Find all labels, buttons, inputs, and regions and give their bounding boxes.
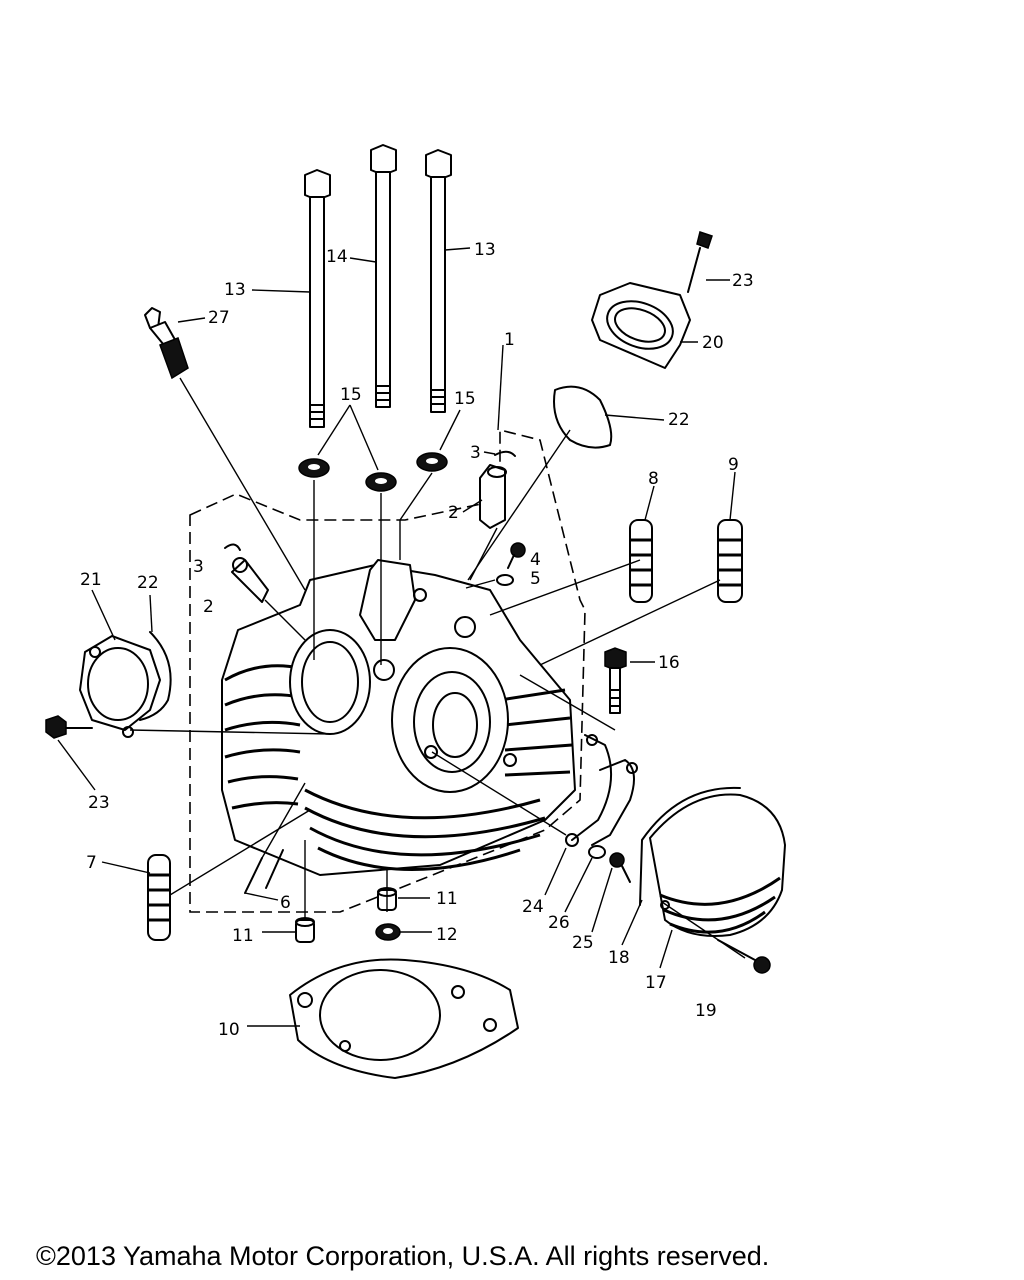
spark-plug bbox=[144, 307, 306, 591]
callout-14: 14 bbox=[326, 247, 348, 267]
callout-15-left: 15 bbox=[340, 385, 362, 405]
manifold-bolt bbox=[687, 231, 713, 293]
callout-19: 19 bbox=[695, 1001, 717, 1021]
callout-4: 4 bbox=[530, 550, 541, 570]
callout-11-left: 11 bbox=[232, 926, 254, 946]
callout-10: 10 bbox=[218, 1020, 240, 1040]
washers bbox=[298, 452, 448, 492]
callout-23-top: 23 bbox=[732, 271, 754, 291]
callout-15-right: 15 bbox=[454, 389, 476, 409]
callout-27: 27 bbox=[208, 308, 230, 328]
gasket-right bbox=[639, 786, 741, 906]
clip-left bbox=[224, 543, 241, 551]
callout-16: 16 bbox=[658, 653, 680, 673]
studs bbox=[244, 782, 306, 894]
callout-5: 5 bbox=[530, 569, 541, 589]
callout-22-right: 22 bbox=[668, 410, 690, 430]
gasket-26 bbox=[588, 845, 606, 859]
callout-26: 26 bbox=[548, 913, 570, 933]
callout-11-center: 11 bbox=[436, 889, 458, 909]
callout-6: 6 bbox=[280, 893, 291, 913]
callout-12: 12 bbox=[436, 925, 458, 945]
valve-guide-right bbox=[479, 464, 507, 529]
clip-right bbox=[494, 450, 516, 457]
side-cover-right bbox=[649, 793, 786, 937]
dowel-pin-8 bbox=[629, 519, 653, 603]
cylinder-head-gasket bbox=[289, 958, 519, 1079]
side-cover-left bbox=[79, 635, 161, 738]
bolt-25 bbox=[609, 852, 631, 883]
head-bolt-left bbox=[304, 169, 331, 428]
side-cover-bolt bbox=[45, 715, 93, 739]
head-bolt-center bbox=[370, 144, 397, 408]
callout-2-left: 2 bbox=[203, 597, 214, 617]
callout-22-left: 22 bbox=[137, 573, 159, 593]
callout-3-left: 3 bbox=[193, 557, 204, 577]
callout-21: 21 bbox=[80, 570, 102, 590]
washer-5 bbox=[496, 574, 514, 586]
head-bolt-right bbox=[425, 149, 452, 413]
callout-24: 24 bbox=[522, 897, 544, 917]
callout-20: 20 bbox=[702, 333, 724, 353]
o-ring-24 bbox=[565, 833, 579, 847]
callout-23-left: 23 bbox=[88, 793, 110, 813]
callouts: 1 2 2 3 3 4 5 6 7 8 9 10 11 11 bbox=[57, 240, 754, 1040]
dowel-11-left bbox=[295, 917, 315, 943]
callout-7: 7 bbox=[86, 853, 97, 873]
dowel-pin-7 bbox=[147, 854, 171, 941]
callout-13-left: 13 bbox=[224, 280, 246, 300]
bolt-4 bbox=[507, 542, 526, 569]
callout-2-right: 2 bbox=[448, 503, 459, 523]
callout-13-right: 13 bbox=[474, 240, 496, 260]
callout-3-right: 3 bbox=[470, 443, 481, 463]
cylinder-head bbox=[221, 559, 576, 876]
o-ring-top bbox=[553, 385, 613, 449]
intake-manifold bbox=[591, 282, 691, 369]
callout-8: 8 bbox=[648, 469, 659, 489]
callout-25: 25 bbox=[572, 933, 594, 953]
bolt-16 bbox=[604, 647, 627, 714]
dowel-pin-9 bbox=[717, 519, 743, 603]
callout-1: 1 bbox=[504, 330, 515, 350]
copyright-notice: ©2013 Yamaha Motor Corporation, U.S.A. A… bbox=[36, 1241, 770, 1271]
callout-17: 17 bbox=[645, 973, 667, 993]
gasket-left bbox=[139, 631, 172, 721]
seal-12 bbox=[375, 923, 401, 941]
callout-18: 18 bbox=[608, 948, 630, 968]
breather-pipe bbox=[571, 734, 638, 846]
assembly-boundary bbox=[189, 428, 586, 913]
valve-guide-left bbox=[231, 557, 269, 603]
callout-9: 9 bbox=[728, 455, 739, 475]
